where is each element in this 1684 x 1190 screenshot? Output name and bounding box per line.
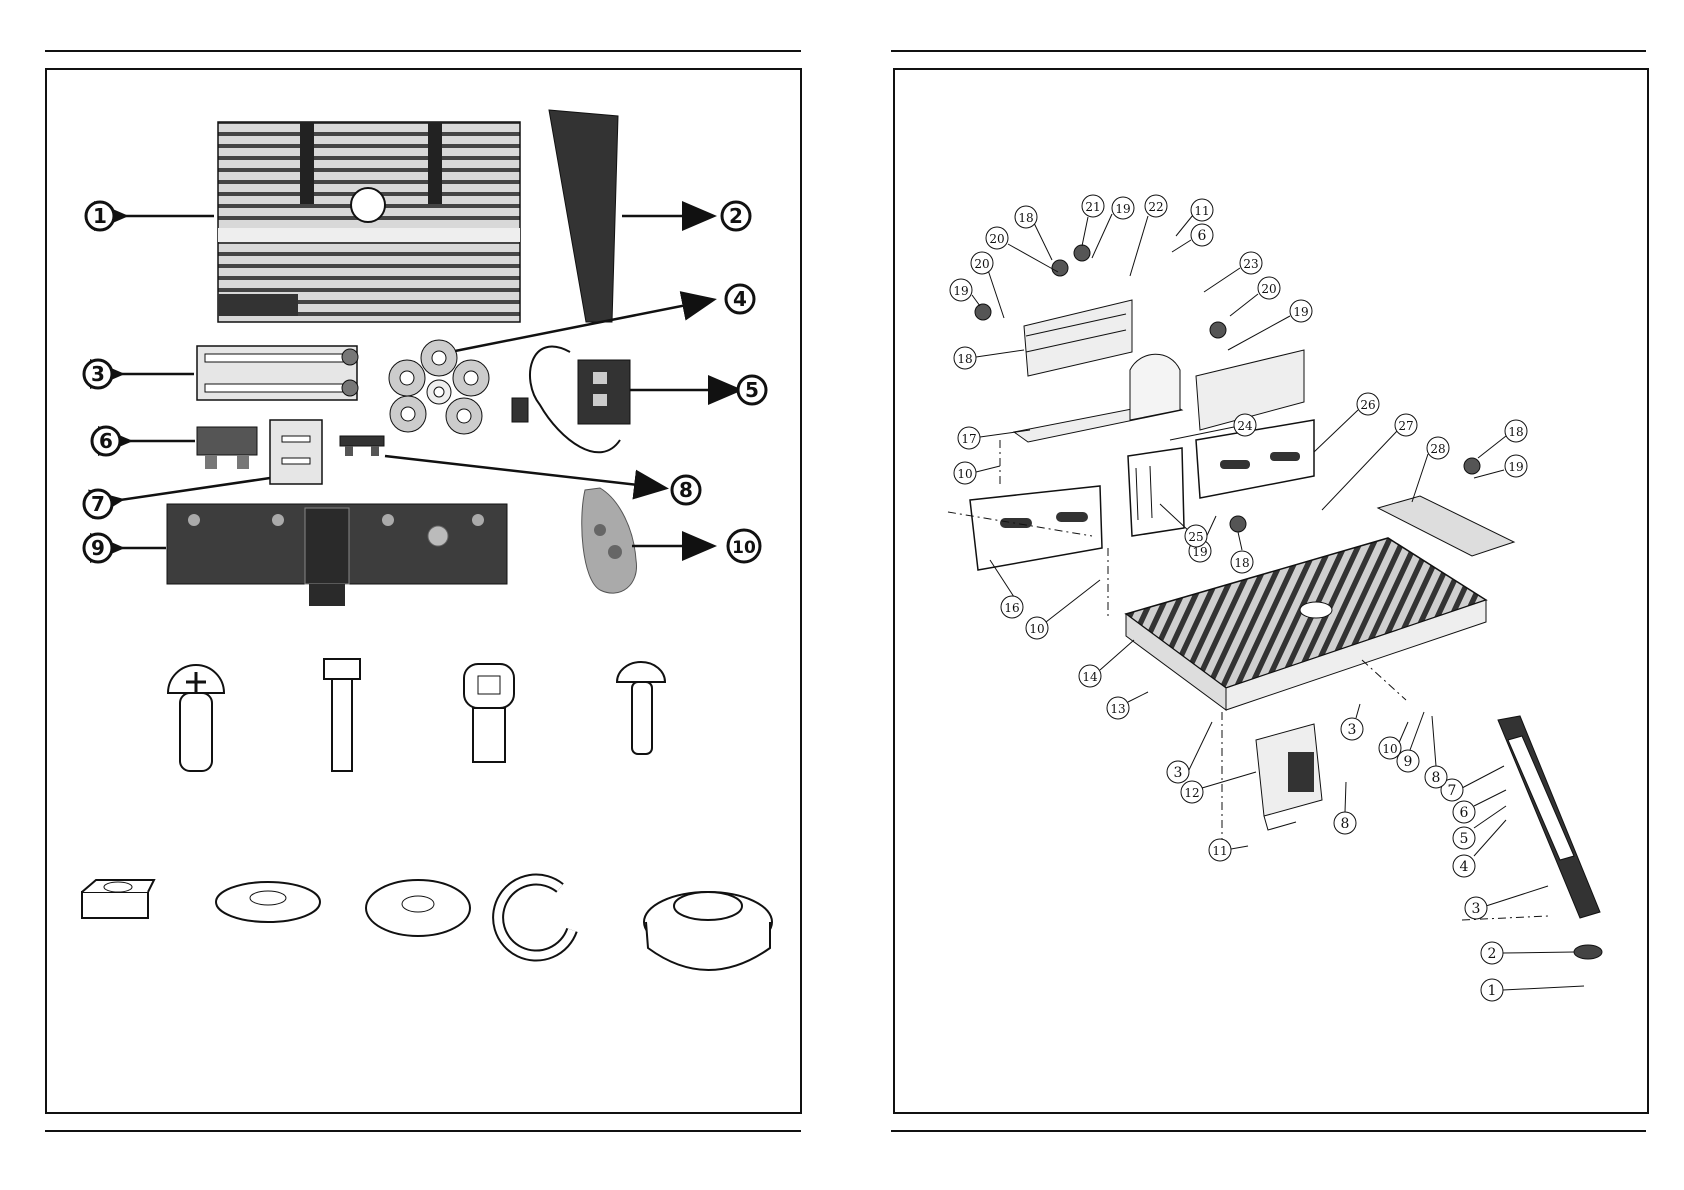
label-11b: 11 [1209,839,1248,861]
label-26-text: 26 [1360,398,1375,412]
label-27-text: 27 [1398,419,1413,433]
label-23: 23 [1204,252,1262,292]
label-20c: 20 [1230,277,1280,316]
label-12-text: 12 [1184,786,1199,800]
label-17: 17 [958,427,1030,449]
label-3b: 3 [1341,704,1363,740]
label-17-text: 17 [961,432,976,446]
label-2: 2 [1481,942,1574,964]
label-3b-text: 3 [1348,722,1357,738]
label-20c-text: 20 [1261,282,1276,296]
label-18c-text: 18 [1234,556,1249,570]
label-21-text: 21 [1085,200,1100,214]
label-19a-text: 19 [1115,202,1130,216]
label-18a: 18 [1015,206,1052,260]
label-13: 13 [1107,692,1148,719]
label-3c-text: 3 [1472,901,1481,917]
label-18d-text: 18 [1508,425,1523,439]
label-23-text: 23 [1243,257,1258,271]
label-19e-text: 19 [1508,460,1523,474]
label-12: 12 [1181,772,1256,803]
label-10b-text: 10 [1029,622,1044,636]
label-14-text: 14 [1082,670,1098,684]
label-20a-text: 20 [989,232,1004,246]
label-10a: 10 [954,462,1000,484]
label-19c-text: 19 [1293,305,1308,319]
label-20b: 20 [971,252,1004,318]
label-6a-text: 6 [1198,228,1207,244]
label-7-text: 7 [1448,783,1457,799]
label-22-text: 22 [1148,200,1163,214]
label-2-text: 2 [1488,946,1497,962]
label-5-text: 5 [1460,831,1469,847]
label-10c-text: 10 [1382,742,1397,756]
label-13-text: 13 [1110,702,1125,716]
label-18c: 18 [1231,532,1253,573]
label-11b-text: 11 [1212,844,1227,858]
label-16: 16 [990,560,1023,618]
label-11a-text: 11 [1194,204,1209,218]
label-16-text: 16 [1004,601,1019,615]
label-28: 28 [1412,437,1449,502]
label-6a: 6 [1172,224,1213,252]
label-24-text: 24 [1237,419,1253,433]
label-19b: 19 [950,279,980,306]
label-18d: 18 [1478,420,1527,458]
label-25-text: 25 [1188,530,1203,544]
label-20b-text: 20 [974,257,989,271]
label-14: 14 [1079,640,1134,687]
label-3a: 3 [1167,722,1212,783]
label-1-text: 1 [1488,983,1497,999]
label-25: 25 [1160,504,1207,547]
label-8c [1345,782,1346,812]
label-22: 22 [1130,195,1167,276]
label-8b-text: 8 [1432,770,1441,786]
label-18a-text: 18 [1018,211,1033,225]
label-6b-text: 6 [1460,805,1469,821]
label-3a-text: 3 [1174,765,1183,781]
label-18b-text: 18 [957,352,972,366]
label-24: 24 [1170,414,1256,440]
label-18b: 18 [954,347,1024,369]
label-8a-text: 8 [1341,816,1350,832]
label-9: 9 [1397,712,1424,772]
label-19b-text: 19 [953,284,968,298]
label-4-text: 4 [1460,859,1469,875]
label-8b: 8 [1425,716,1447,788]
label-10b: 10 [1026,580,1100,639]
label-10a-text: 10 [957,467,972,481]
label-19e: 19 [1474,455,1527,478]
label-3c: 3 [1465,886,1548,919]
label-1: 1 [1481,979,1584,1001]
label-9-text: 9 [1404,754,1413,770]
label-27: 27 [1322,414,1417,510]
label-28-text: 28 [1430,442,1445,456]
label-26: 26 [1314,393,1379,452]
